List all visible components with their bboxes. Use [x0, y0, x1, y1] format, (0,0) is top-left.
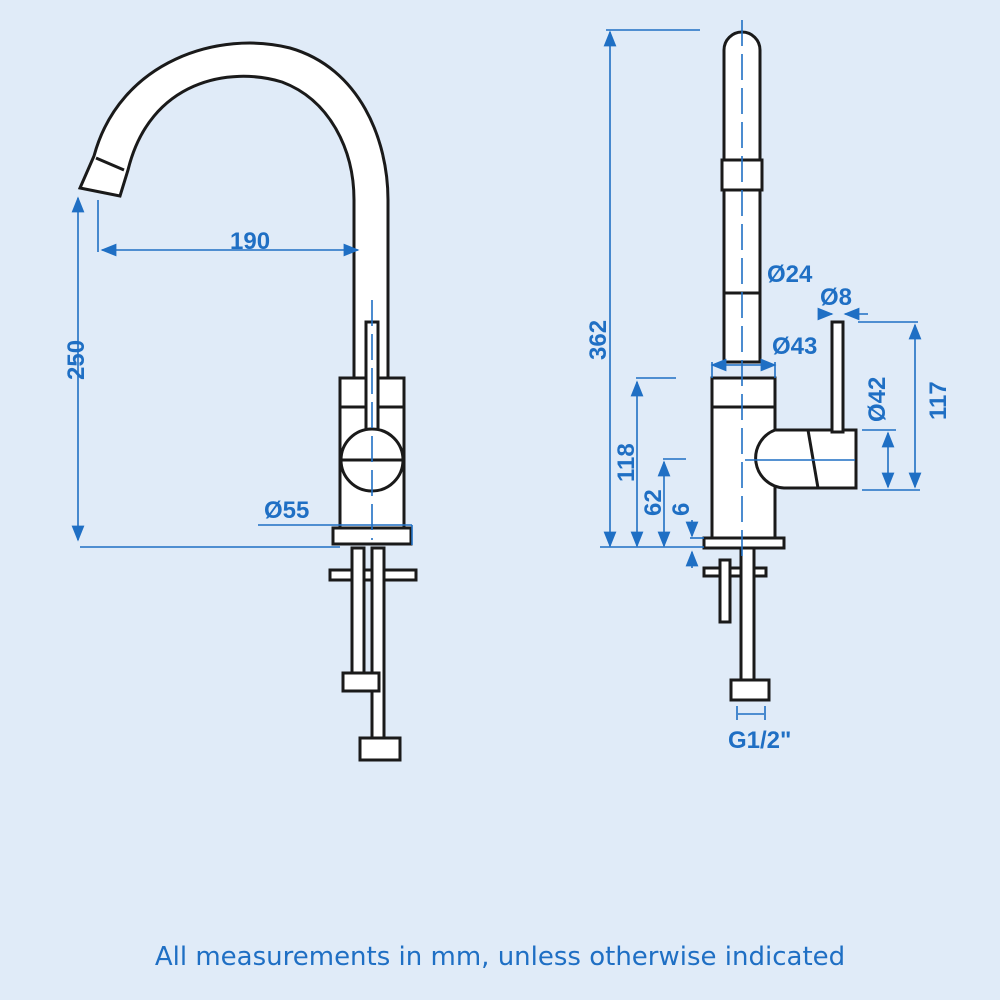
hose-nut-front	[729, 678, 771, 702]
dim-spout-diameter: Ø24	[767, 261, 813, 288]
dim-spout-height: 250	[63, 340, 90, 380]
dim-connection-thread: G1/2"	[728, 727, 791, 754]
handle-front	[754, 428, 858, 490]
lever-front	[830, 320, 845, 434]
spout	[77, 41, 390, 380]
dim-lever-diameter: Ø8	[820, 284, 852, 311]
dim-handle-center-height: 62	[640, 489, 667, 516]
dim-body-height: 118	[613, 443, 640, 482]
base-plate	[331, 526, 413, 546]
dim-total-height: 362	[585, 320, 612, 360]
measurement-note: All measurements in mm, unless otherwise…	[154, 942, 846, 972]
dim-handle-diameter: Ø42	[864, 377, 891, 422]
dim-base-thickness: 6	[668, 503, 695, 516]
dim-body-diameter: Ø43	[772, 333, 817, 360]
front-view: 362 118 62 6 Ø24 Ø8 Ø43 Ø42 117 G1/2"	[585, 20, 952, 754]
dim-base-diameter: Ø55	[264, 497, 309, 524]
hose-nut-left	[341, 671, 381, 693]
side-view: 190 250 Ø55	[63, 41, 418, 762]
dim-lever-height: 117	[925, 381, 952, 420]
dim-reach: 190	[230, 228, 270, 255]
hose-nut-right	[358, 736, 402, 762]
